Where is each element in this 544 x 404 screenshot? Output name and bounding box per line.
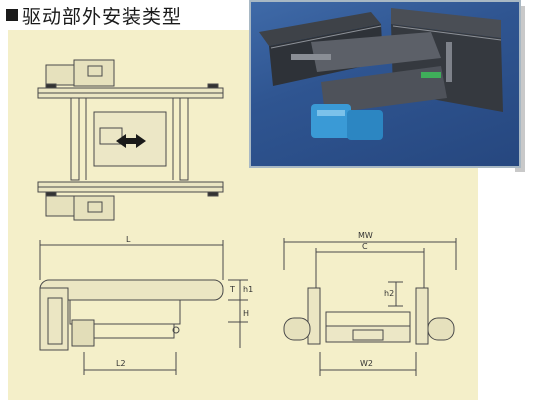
technical-drawing: L L2 T h1 H MW C h2 W2 xyxy=(37,59,457,376)
black-square-icon xyxy=(6,9,18,21)
product-illustration xyxy=(259,8,503,140)
motor xyxy=(311,104,383,140)
top-view xyxy=(37,59,224,221)
dim-label-h1: h1 xyxy=(243,285,253,294)
dim-label-C: C xyxy=(362,242,368,251)
product-photo-image xyxy=(251,2,519,166)
page-title: 驱动部外安装类型 xyxy=(22,5,183,28)
double-arrow-icon xyxy=(116,134,146,148)
dim-label-W2: W2 xyxy=(360,359,373,368)
dim-label-T: T xyxy=(229,285,235,294)
title-bar: 驱动部外安装类型 xyxy=(0,0,260,30)
dim-label-H: H xyxy=(243,309,249,318)
dim-label-L2: L2 xyxy=(116,359,126,368)
dim-label-h2: h2 xyxy=(384,289,394,298)
dim-label-L: L xyxy=(126,235,131,244)
product-photo xyxy=(249,0,521,168)
side-view xyxy=(283,238,457,376)
front-view xyxy=(39,240,248,375)
dim-label-MW: MW xyxy=(358,231,373,240)
